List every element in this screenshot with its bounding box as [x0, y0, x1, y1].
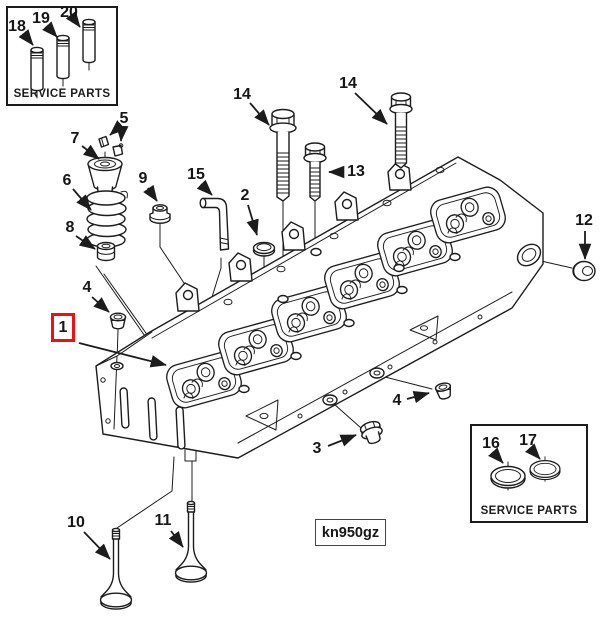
callout-20[interactable]: 20 [60, 4, 78, 21]
callout-17[interactable]: 17 [519, 432, 537, 449]
callout-10[interactable]: 10 [67, 514, 85, 531]
service-parts-title: SERVICE PARTS [480, 505, 578, 517]
grommet-icon [149, 204, 171, 224]
callout-14[interactable]: 14 [339, 75, 357, 92]
callout-4[interactable]: 4 [82, 279, 92, 296]
callout-1[interactable]: 1 [58, 318, 68, 336]
callout-4[interactable]: 4 [392, 392, 402, 409]
cylinder-head-drawing [95, 156, 544, 462]
callout-13[interactable]: 13 [347, 163, 365, 180]
callout-18[interactable]: 18 [8, 18, 26, 35]
valve-long-icon [99, 527, 133, 610]
spring-retainer-icon [87, 156, 123, 199]
vent-tube-icon [199, 197, 230, 251]
head-bolt-long-icon [269, 108, 297, 202]
callout-9[interactable]: 9 [138, 170, 148, 187]
callout-5[interactable]: 5 [119, 110, 129, 127]
callout-1-highlight-box[interactable]: 1 [51, 313, 75, 342]
callout-3[interactable]: 3 [312, 440, 322, 457]
valve-collets-icon [98, 135, 124, 157]
callout-14[interactable]: 14 [233, 86, 251, 103]
pipe-plug-icon [359, 420, 383, 445]
callout-19[interactable]: 19 [32, 10, 50, 27]
callout-12[interactable]: 12 [575, 212, 593, 229]
threaded-plug-icon [572, 260, 596, 282]
front-strip-holes [297, 314, 483, 419]
callout-15[interactable]: 15 [187, 166, 205, 183]
end-port [516, 243, 542, 267]
deck-bolt-holes [223, 166, 461, 394]
callout-11[interactable]: 11 [154, 512, 172, 529]
cup-plug-icon [434, 381, 454, 401]
head-bolt-short-icon [303, 142, 327, 202]
callout-8[interactable]: 8 [65, 219, 75, 236]
callout-6[interactable]: 6 [62, 172, 72, 189]
valve-stem-seal-icon [96, 241, 116, 262]
callout-16[interactable]: 16 [482, 435, 500, 452]
service-parts-title: SERVICE PARTS [13, 88, 111, 100]
head-bolt-long-icon [389, 92, 413, 169]
figure-code-box: kn950gz [315, 519, 386, 546]
cup-plug-icon [109, 312, 127, 330]
sealing-washer-icon [252, 241, 276, 257]
callout-2[interactable]: 2 [240, 187, 250, 204]
front-face-slots [100, 377, 186, 450]
valve-spring-icon [86, 190, 128, 248]
callout-7[interactable]: 7 [70, 130, 80, 147]
valve-short-icon [174, 500, 208, 583]
figure-code: kn950gz [321, 524, 380, 541]
